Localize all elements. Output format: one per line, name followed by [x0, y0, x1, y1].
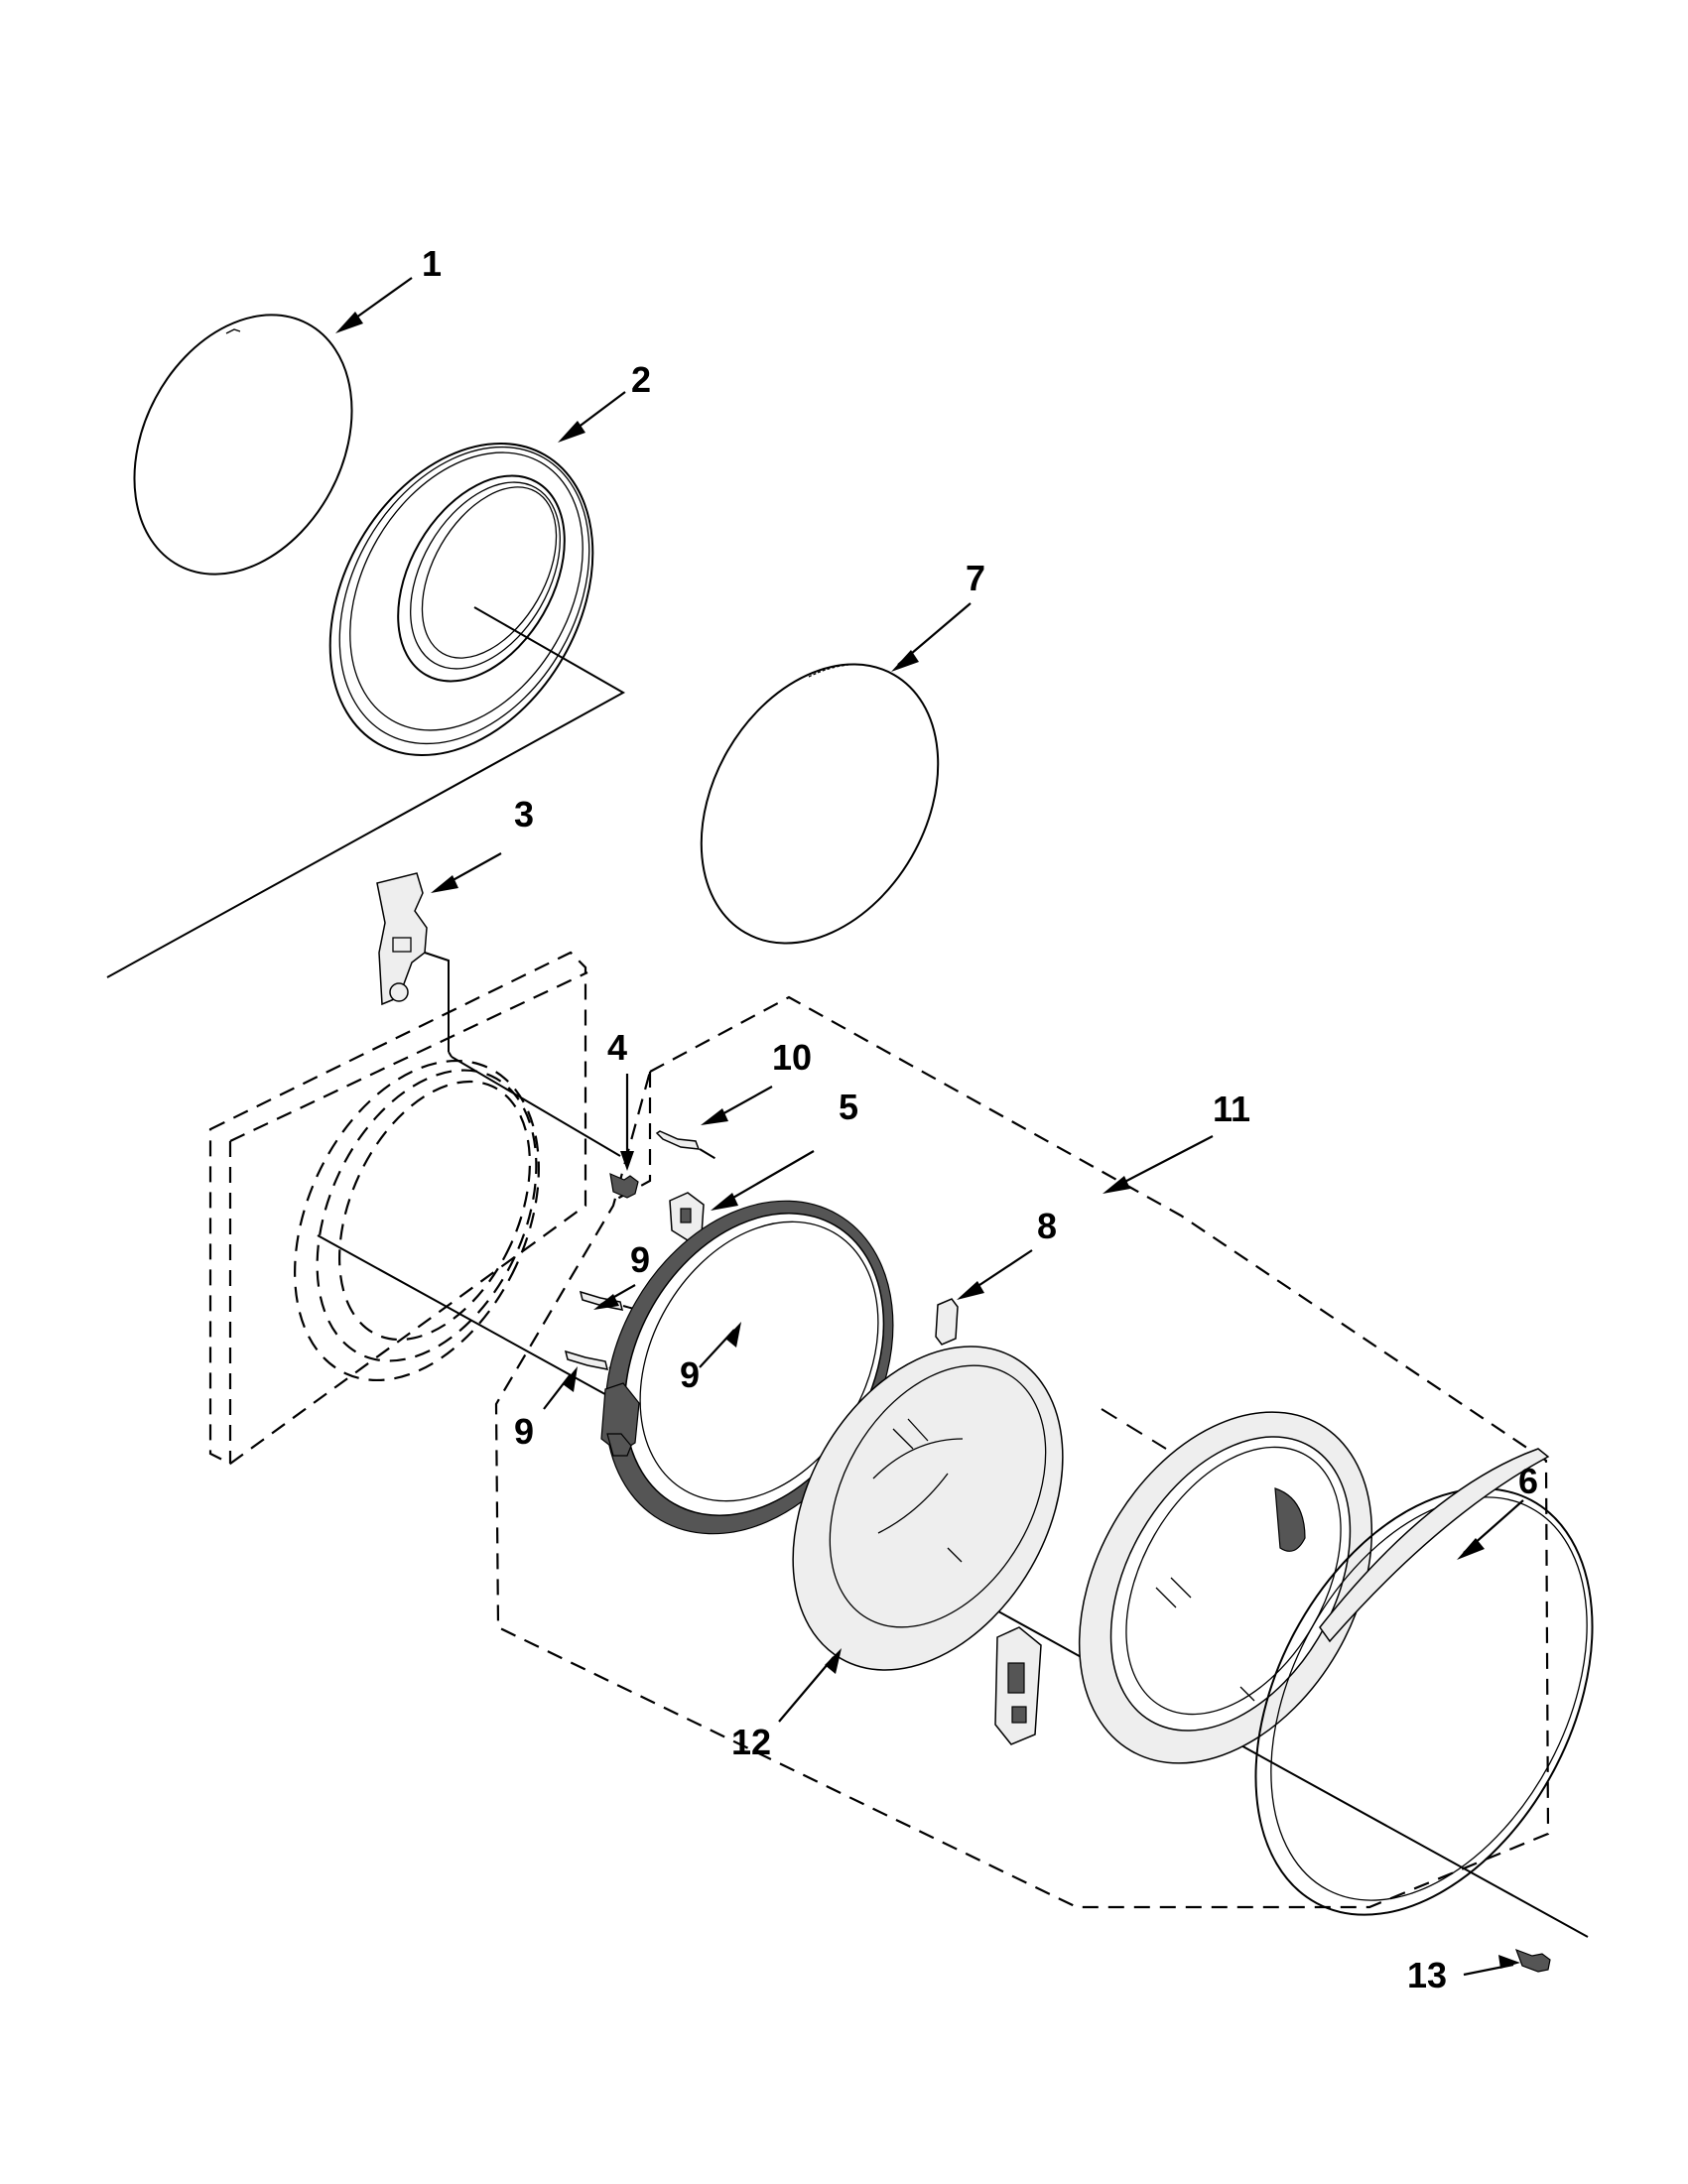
door-outer-ring [1078, 1408, 1373, 1764]
part-12-door-glass [792, 1346, 1064, 1671]
callout-9-c: 9 [514, 1411, 534, 1452]
part-8-striker [935, 1298, 959, 1346]
part-1-clamp-ring [133, 314, 353, 576]
callout-11: 11 [1213, 1089, 1250, 1129]
callout-labels: 1 2 7 3 4 10 5 11 8 9 9 9 12 6 13 [422, 243, 1538, 1995]
door-inner-frame [600, 1200, 894, 1535]
callout-9-a: 9 [630, 1239, 650, 1280]
callout-9-b: 9 [680, 1354, 700, 1395]
callout-2: 2 [631, 359, 651, 400]
part-2-bellows-gasket [106, 443, 626, 978]
front-panel-outline [208, 951, 588, 1466]
part-13-screw [1514, 1948, 1551, 1973]
door-handle-insert [994, 1626, 1042, 1745]
callout-1: 1 [422, 243, 442, 284]
callout-10: 10 [772, 1037, 812, 1078]
callout-6: 6 [1518, 1461, 1538, 1501]
switch-axis-line [451, 1056, 621, 1157]
callout-7: 7 [966, 558, 985, 598]
callout-8: 8 [1037, 1206, 1057, 1246]
callout-13: 13 [1407, 1955, 1447, 1995]
part-10-screw [655, 1130, 720, 1162]
callout-5: 5 [839, 1087, 858, 1127]
leader-lines [335, 277, 1524, 1977]
part-7-clamp-ring [700, 663, 940, 945]
callout-4: 4 [607, 1027, 627, 1068]
callout-3: 3 [514, 794, 534, 835]
part-3-door-lock-switch [376, 872, 453, 1058]
part-4-screw [609, 1173, 639, 1199]
callout-12: 12 [731, 1722, 771, 1762]
part-6-door-trim [1254, 1448, 1594, 1916]
